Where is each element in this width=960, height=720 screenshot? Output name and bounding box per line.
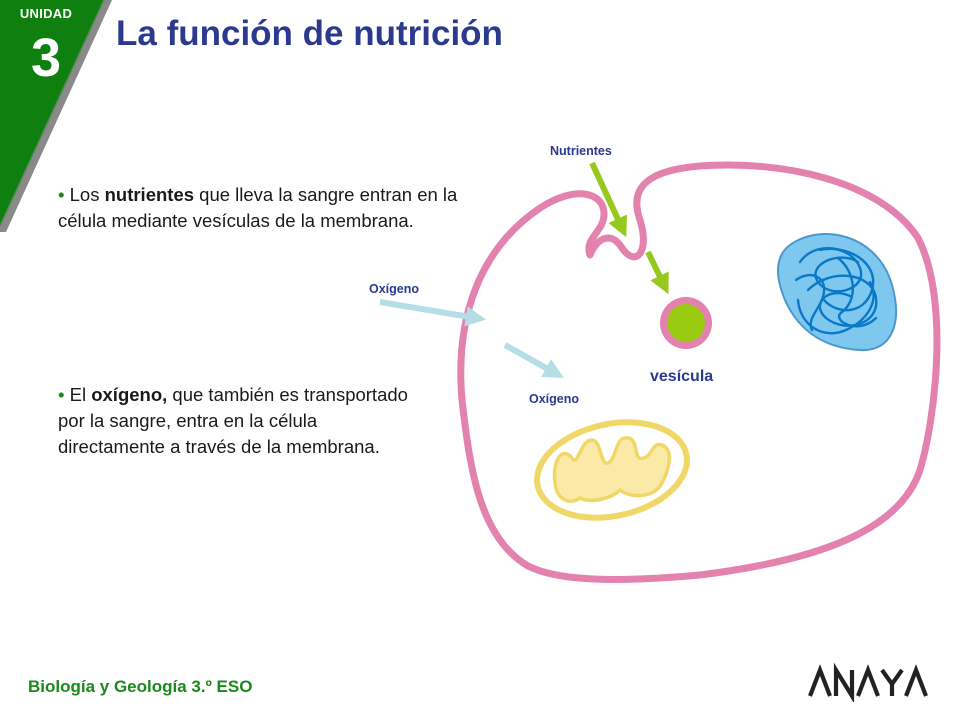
bullet: • bbox=[58, 384, 65, 405]
nutrient-arrow bbox=[589, 161, 627, 238]
unit-badge bbox=[0, 0, 112, 232]
cell-membrane bbox=[457, 161, 941, 583]
paragraph-oxygen: • El oxígeno, que también es transportad… bbox=[58, 382, 418, 460]
paragraph-keyword: nutrientes bbox=[104, 184, 195, 205]
label-vesicula: vesícula bbox=[650, 368, 714, 385]
unit-number: 3 bbox=[30, 28, 62, 88]
nutrient-arrow bbox=[645, 250, 669, 295]
publisher-logo bbox=[808, 662, 928, 702]
label-oxigeno-inner: Oxígeno bbox=[529, 392, 580, 406]
vesicle bbox=[660, 297, 712, 349]
paragraph-text: que lleva la sangre entran en la célula … bbox=[58, 184, 458, 231]
mitochondrion bbox=[534, 419, 690, 521]
label-nutrientes: Nutrientes bbox=[550, 144, 612, 158]
oxygen-arrow bbox=[379, 299, 487, 327]
page-title: La función de nutrición bbox=[116, 14, 503, 53]
oxygen-arrow bbox=[503, 342, 564, 378]
footer-subject: Biología y Geología 3.º ESO bbox=[28, 677, 253, 696]
paragraph-text: que también es transportado por la sangr… bbox=[58, 384, 408, 457]
chromatin bbox=[794, 247, 878, 335]
label-oxigeno-outer: Oxígeno bbox=[369, 282, 420, 296]
paragraph-text: Los bbox=[64, 184, 105, 205]
paragraph-keyword: oxígeno, bbox=[91, 384, 168, 405]
nucleus bbox=[777, 233, 897, 352]
unit-label: UNIDAD bbox=[19, 6, 73, 21]
paragraph-text: El bbox=[64, 384, 92, 405]
bullet: • bbox=[58, 184, 65, 205]
paragraph-nutrients: • Los nutrientes que lleva la sangre ent… bbox=[58, 182, 478, 234]
